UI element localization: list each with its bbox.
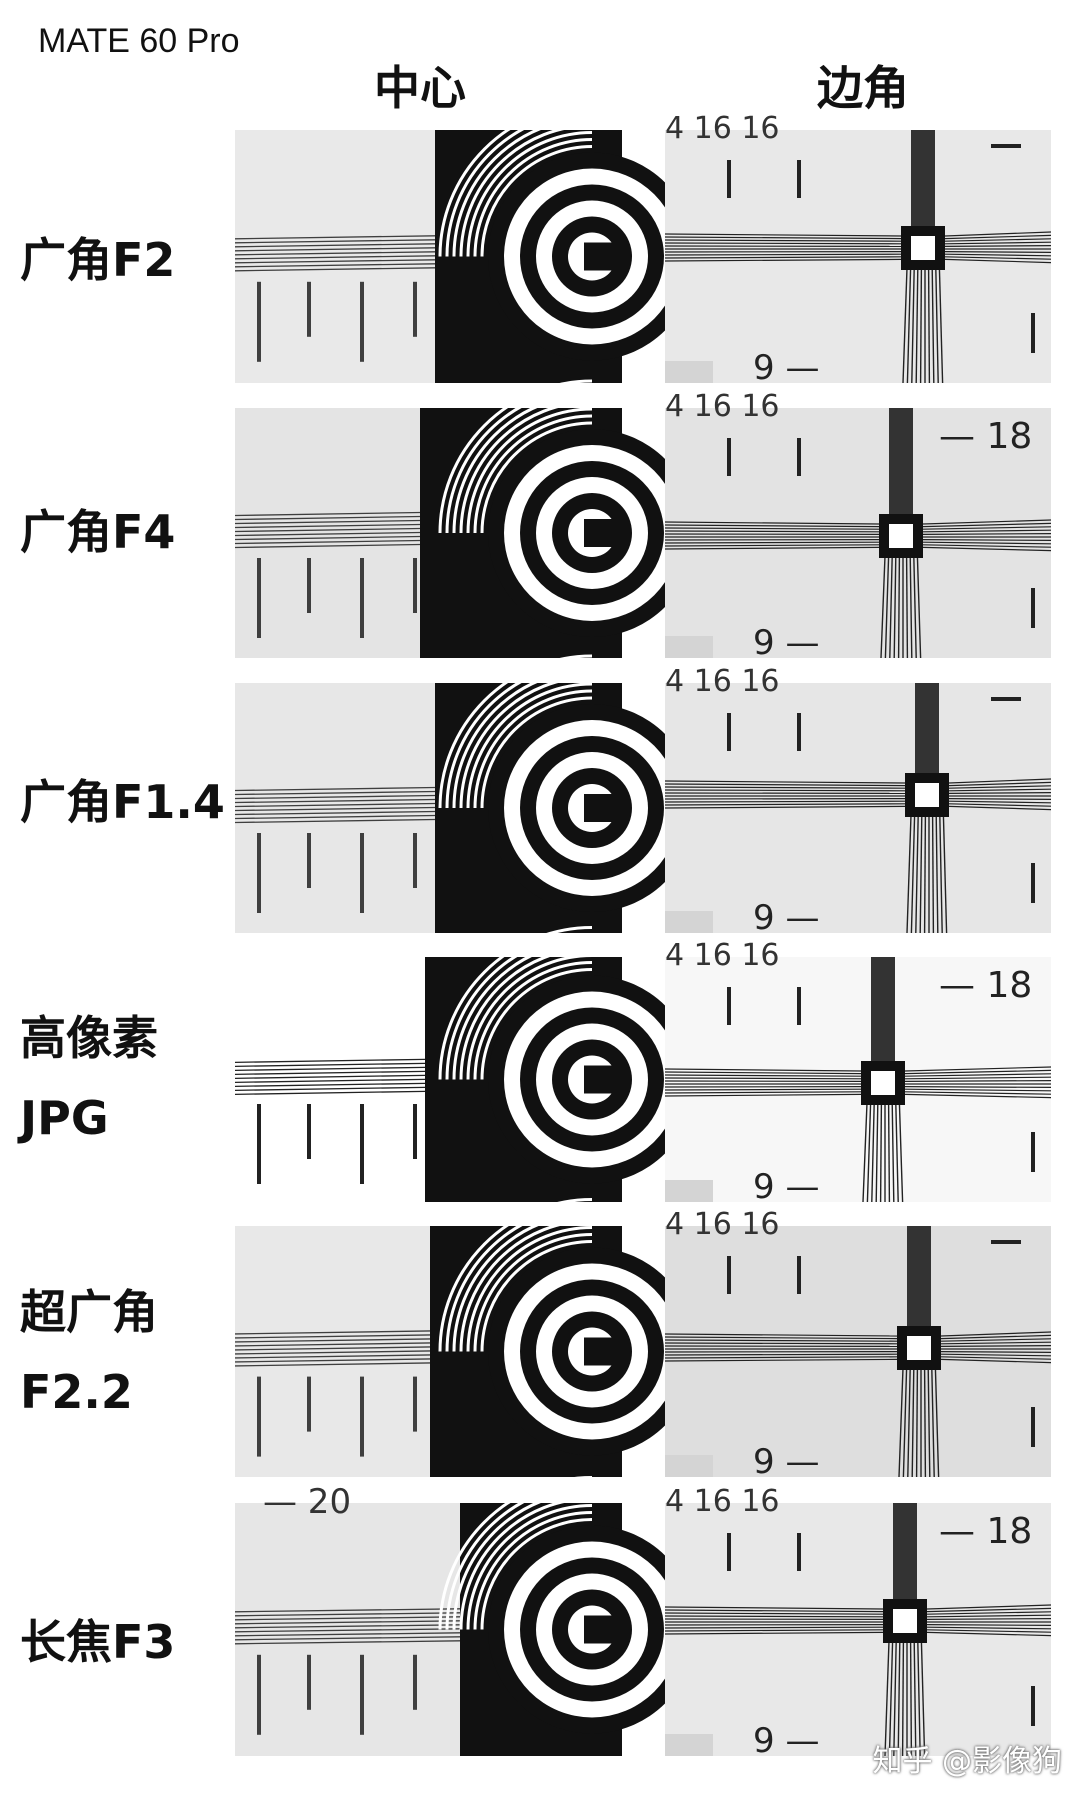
center-tile-3 xyxy=(234,654,696,933)
svg-text:4 16 16: 4 16 16 xyxy=(665,1207,780,1242)
svg-text:4 16 16: 4 16 16 xyxy=(665,664,780,699)
svg-text:4 16 16: 4 16 16 xyxy=(665,938,780,973)
svg-text:— 18: — 18 xyxy=(939,1511,1032,1552)
svg-text:4 16 16: 4 16 16 xyxy=(665,1484,780,1519)
svg-text:4 16 16: 4 16 16 xyxy=(665,111,780,146)
svg-text:9 —: 9 — xyxy=(753,1721,819,1761)
center-tile-5 xyxy=(234,1198,696,1477)
row-label-4: 高像素 JPG xyxy=(20,1011,158,1145)
column-header-corner: 边角 xyxy=(817,61,909,115)
column-header-center: 中心 xyxy=(374,61,466,115)
corner-tile-2: 9 — 4 16 16 — 18 xyxy=(664,389,1052,663)
svg-text:— 18: — 18 xyxy=(939,965,1032,1006)
svg-text:— 20: — 20 xyxy=(263,1482,351,1522)
row-label-6: 长焦F3 xyxy=(20,1615,176,1669)
svg-text:9 —: 9 — xyxy=(753,623,819,663)
center-tile-4 xyxy=(234,926,696,1202)
row-label-1: 广角F2 xyxy=(20,233,176,287)
svg-text:9 —: 9 — xyxy=(753,1442,819,1482)
svg-text:9 —: 9 — xyxy=(753,1167,819,1207)
svg-text:4 16 16: 4 16 16 xyxy=(665,389,780,424)
watermark: 知乎 @影像狗 xyxy=(872,1744,1062,1779)
corner-tile-3: 9 — 4 16 16 xyxy=(664,664,1052,938)
center-tile-2 xyxy=(234,379,696,658)
row-label-5: 超广角 F2.2 xyxy=(20,1285,158,1419)
corner-tile-6: 9 — 4 16 16 — 18 xyxy=(664,1484,1052,1761)
row-label-2: 广角F4 xyxy=(20,505,176,559)
svg-text:9 —: 9 — xyxy=(753,348,819,388)
center-tile-6: — 20 xyxy=(234,1476,696,1756)
corner-tile-1: 9 — 4 16 16 xyxy=(664,111,1052,388)
svg-text:— 18: — 18 xyxy=(939,416,1032,457)
corner-tile-5: 9 — 4 16 16 xyxy=(664,1207,1052,1482)
svg-text:9 —: 9 — xyxy=(753,898,819,938)
brand-title: MATE 60 Pro xyxy=(38,22,240,60)
row-label-3: 广角F1.4 xyxy=(20,775,225,829)
corner-tile-4: 9 — 4 16 16 — 18 xyxy=(664,938,1052,1207)
center-tile-1 xyxy=(234,103,696,383)
